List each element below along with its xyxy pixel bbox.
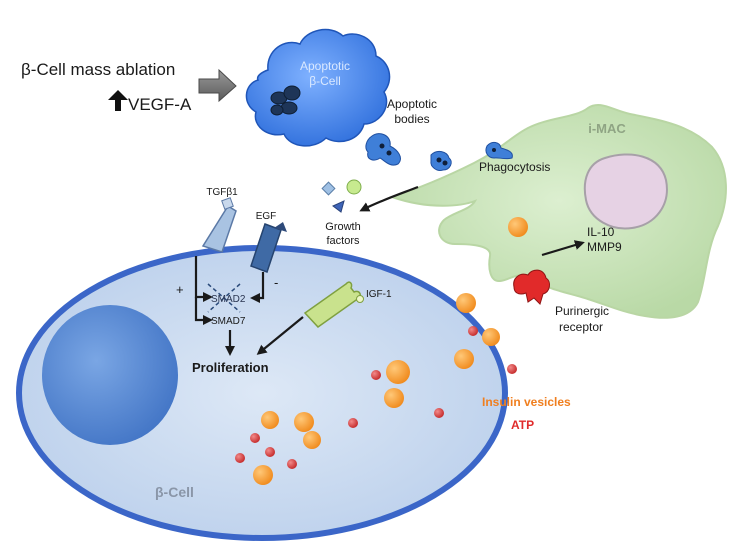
igf1-receptor <box>303 281 364 328</box>
secretion-arrow <box>359 185 419 212</box>
signaling-arrows <box>194 256 304 356</box>
beta-cell-nucleus <box>42 305 178 445</box>
apoptotic-beta-cell <box>245 28 391 147</box>
imac-label: i-MAC <box>588 121 626 136</box>
il10-label: IL-10 <box>587 225 615 239</box>
igf1-ligand <box>356 295 364 303</box>
vegf-label: VEGF-A <box>128 95 192 114</box>
ablation-arrow <box>198 68 237 103</box>
beta-cell-label: β-Cell <box>155 484 194 500</box>
purinergic-label-1: Purinergic <box>555 304 609 318</box>
growth-factor-triangle <box>332 200 345 213</box>
purinergic-label-2: receptor <box>559 320 603 334</box>
plus-sign: + <box>176 282 184 297</box>
beta-cell <box>16 245 508 541</box>
phagocytosis-label: Phagocytosis <box>479 160 550 174</box>
apoptotic-cell-label-2: β-Cell <box>309 74 341 88</box>
growth-factors-label-1: Growth <box>325 221 360 233</box>
apoptotic-bodies-label-1: Apoptotic <box>387 97 437 111</box>
insulin-vesicles-label: Insulin vesicles <box>482 395 571 409</box>
atp-molecules <box>235 326 517 469</box>
imac-nucleus <box>583 153 668 230</box>
imac-cell <box>388 104 727 319</box>
il10-arrow <box>541 240 585 257</box>
fragmented-nucleus <box>270 85 301 116</box>
purinergic-receptor-icon <box>513 269 551 305</box>
egf-label: EGF <box>256 211 277 222</box>
vegf-up-arrow <box>108 90 128 111</box>
tgfb1-receptor <box>201 197 237 253</box>
egf-receptor <box>250 222 287 273</box>
growth-factor-diamond <box>321 181 336 196</box>
mmp9-label: MMP9 <box>587 240 622 254</box>
proliferation-label: Proliferation <box>192 360 269 375</box>
smad2-inhibition-cross <box>207 283 241 313</box>
apoptotic-bodies-label-2: bodies <box>394 112 429 126</box>
ablation-label: β-Cell mass ablation <box>21 60 175 79</box>
minus-sign: - <box>274 275 278 290</box>
insulin-vesicles <box>253 217 528 485</box>
igf1-label: IGF-1 <box>366 289 392 300</box>
growth-factors-label-2: factors <box>326 235 360 247</box>
smad7-label: SMAD7 <box>211 316 246 327</box>
growth-factor-circle <box>346 179 362 195</box>
atp-label: ATP <box>511 418 534 432</box>
apoptotic-cell-label-1: Apoptotic <box>300 59 350 73</box>
growth-factors <box>321 179 362 213</box>
smad2-label: SMAD2 <box>211 294 246 305</box>
tgfb1-label: TGFβ1 <box>206 187 238 198</box>
